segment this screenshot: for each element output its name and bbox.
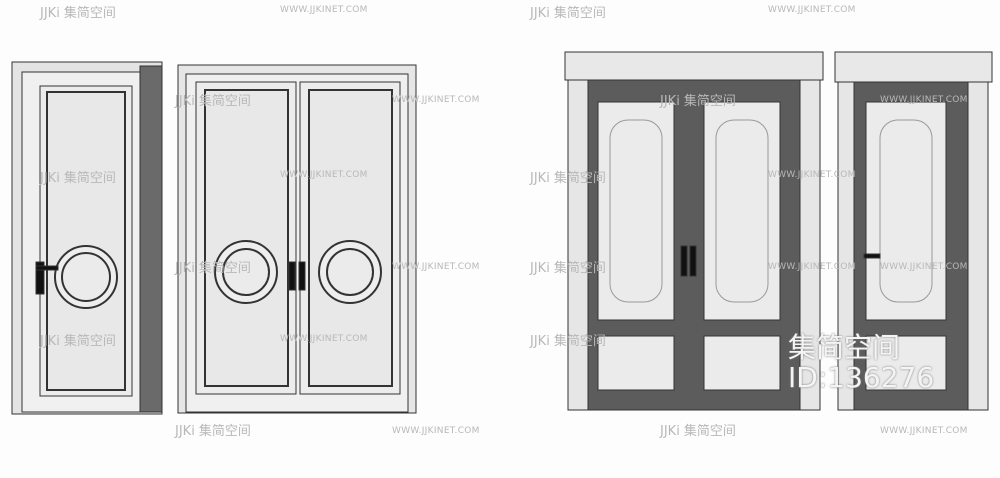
single-door-modern <box>11 61 163 415</box>
watermark-logo: JJKi 集简空间 <box>40 334 116 349</box>
watermark-logo: JJKi 集简空间 <box>530 334 606 349</box>
watermark-logo: JJKi 集简空间 <box>530 261 606 276</box>
id-stamp: 集简空间 ID:136276 <box>788 333 934 393</box>
watermark-url: WWW.JJKINET.COM <box>280 334 368 344</box>
id-stamp-brand: 集简空间 <box>788 331 901 364</box>
watermark-url: WWW.JJKINET.COM <box>392 426 480 436</box>
watermark-url: WWW.JJKINET.COM <box>280 170 368 180</box>
watermark-url: WWW.JJKINET.COM <box>768 170 856 180</box>
single-door-classic <box>834 51 993 411</box>
watermark-url: WWW.JJKINET.COM <box>880 426 968 436</box>
double-door-classic <box>564 51 824 411</box>
watermark-logo: JJKi 集简空间 <box>660 424 736 439</box>
id-stamp-id: ID:136276 <box>788 361 935 394</box>
watermark-logo: JJKi 集简空间 <box>175 424 251 439</box>
watermark-url: WWW.JJKINET.COM <box>768 5 856 15</box>
watermark-url: WWW.JJKINET.COM <box>392 262 480 272</box>
watermark-logo: JJKi 集简空间 <box>175 261 251 276</box>
watermark-url: WWW.JJKINET.COM <box>880 262 968 272</box>
watermark-logo: JJKi 集简空间 <box>175 94 251 109</box>
watermark-url: WWW.JJKINET.COM <box>280 5 368 15</box>
watermark-url: WWW.JJKINET.COM <box>880 95 968 105</box>
watermark-url: WWW.JJKINET.COM <box>392 95 480 105</box>
watermark-logo: JJKi 集简空间 <box>530 171 606 186</box>
watermark-logo: JJKi 集简空间 <box>40 6 116 21</box>
watermark-logo: JJKi 集简空间 <box>530 6 606 21</box>
double-door-modern <box>177 64 417 414</box>
watermark-logo: JJKi 集简空间 <box>40 171 116 186</box>
watermark-url: WWW.JJKINET.COM <box>768 262 856 272</box>
watermark-logo: JJKi 集简空间 <box>660 94 736 109</box>
